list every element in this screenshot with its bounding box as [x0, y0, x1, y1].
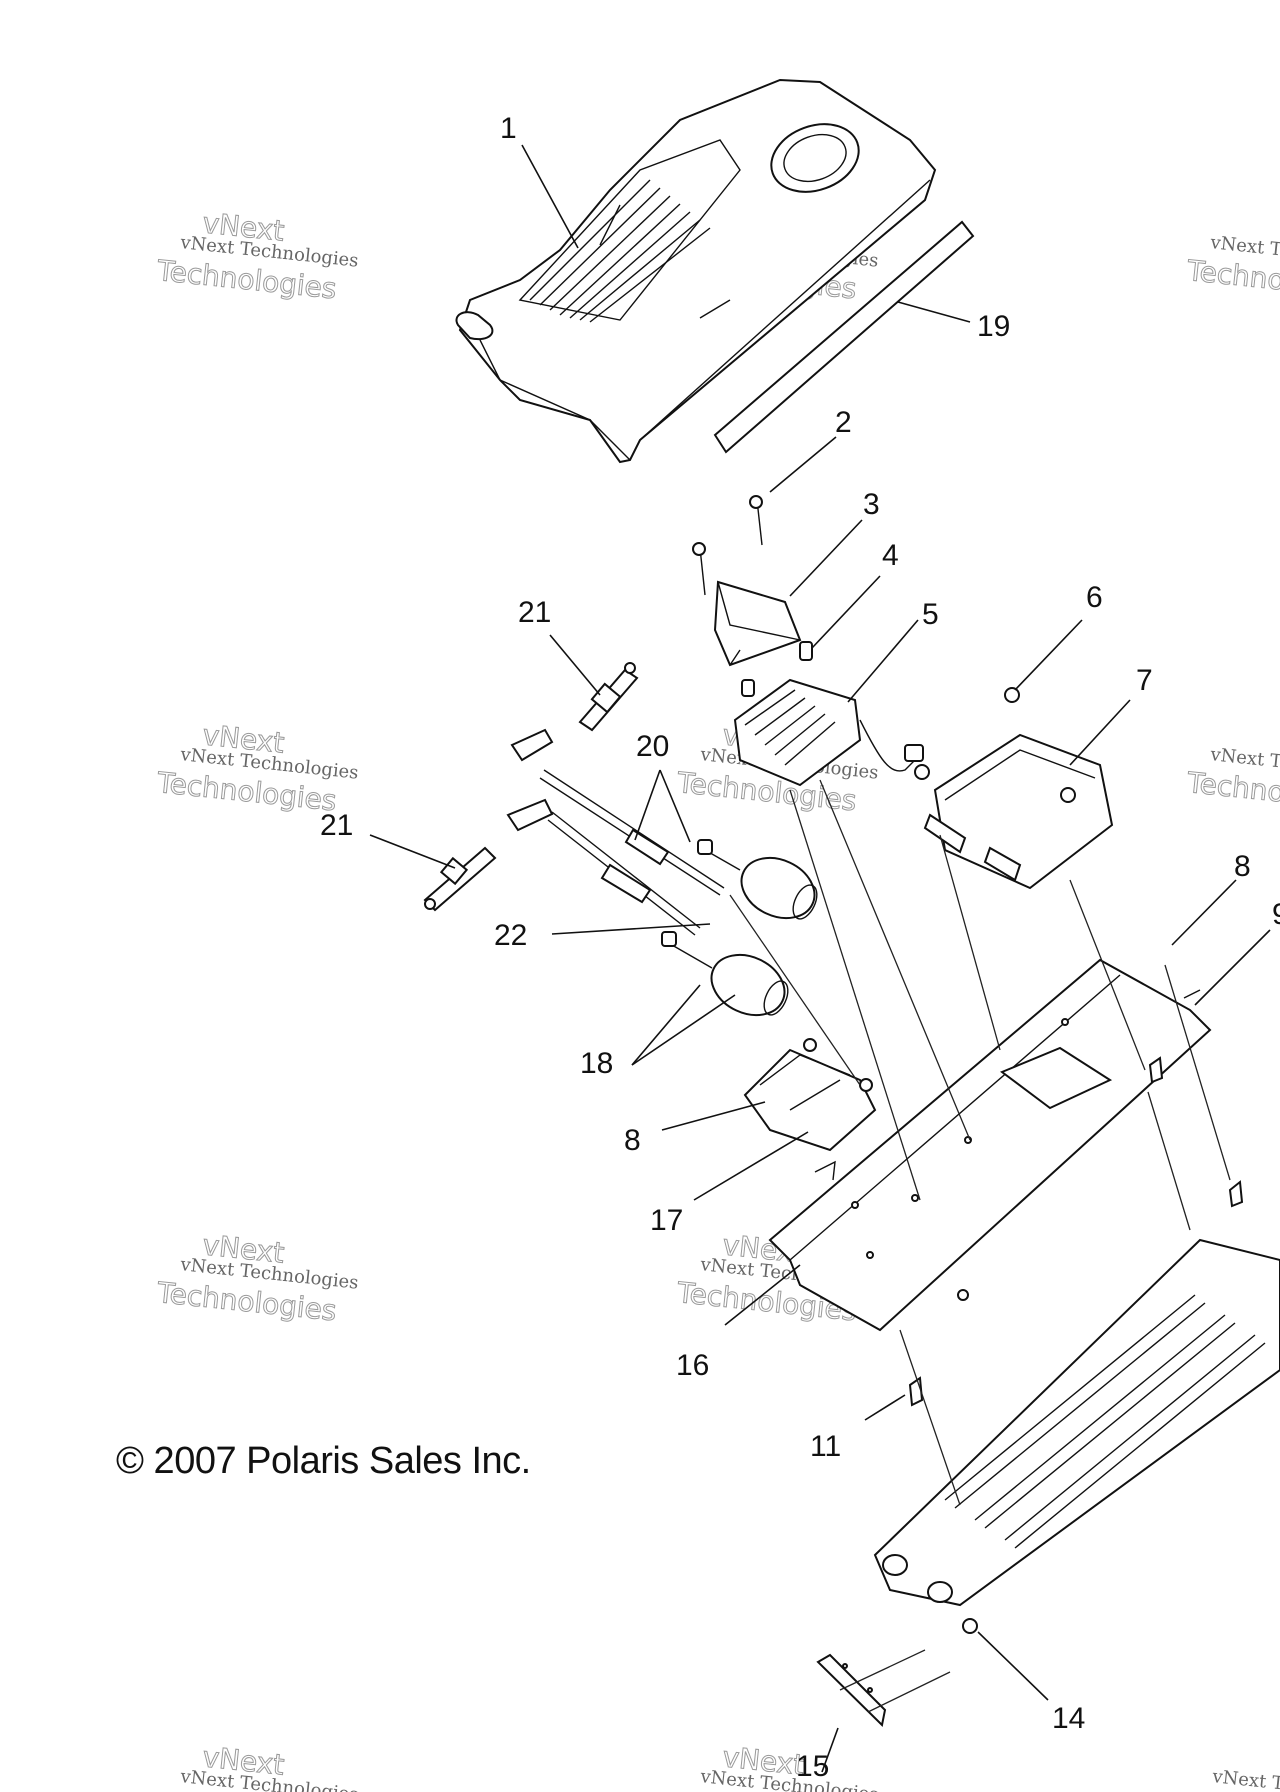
- intake-cover-part: [455, 78, 937, 464]
- copyright-notice: © 2007 Polaris Sales Inc.: [116, 1440, 531, 1482]
- callout-16: 16: [676, 1349, 709, 1382]
- callout-7: 7: [1136, 664, 1153, 697]
- ignition-coil-upper-part: [697, 839, 818, 920]
- ignition-coil-lower-part: [661, 931, 789, 1017]
- callout-19: 19: [977, 310, 1010, 343]
- spark-plug-lower-part: [423, 846, 497, 912]
- callout-8-left: 8: [624, 1124, 641, 1157]
- spark-plug-wires-part: [506, 728, 725, 936]
- callout-21-lower: 21: [320, 809, 353, 842]
- watermark-text: Technologies: [1185, 766, 1280, 818]
- relay-and-screws-part: [692, 495, 813, 697]
- cdi-box-part: [914, 687, 1114, 890]
- watermark-text: Technologies: [1185, 254, 1280, 306]
- spark-plug-upper-part: [578, 662, 639, 732]
- callout-3: 3: [863, 488, 880, 521]
- watermark-text: vNext Technologies: [1210, 1766, 1280, 1792]
- callout-11: 11: [810, 1430, 841, 1463]
- coil-bracket-part: [743, 1038, 877, 1152]
- callout-9: 9: [1272, 898, 1280, 931]
- callout-18: 18: [580, 1047, 613, 1080]
- decal-strip-part: [713, 220, 975, 454]
- callout-2: 2: [835, 406, 852, 439]
- mounting-plate-part: [768, 958, 1212, 1332]
- callout-4: 4: [882, 539, 899, 572]
- callout-8-right: 8: [1234, 850, 1251, 883]
- assembly-lines: [729, 779, 1231, 1713]
- callout-17: 17: [650, 1204, 683, 1237]
- callout-20: 20: [636, 730, 669, 763]
- callout-22: 22: [494, 919, 527, 952]
- callout-6: 6: [1086, 581, 1103, 614]
- callout-14: 14: [1052, 1702, 1085, 1735]
- callout-5: 5: [922, 598, 939, 631]
- callout-1: 1: [500, 112, 517, 145]
- voltage-regulator-part: [733, 678, 924, 787]
- leader-lines: [369, 144, 1271, 1773]
- callout-21-upper: 21: [518, 596, 551, 629]
- mounting-bracket-part: [816, 1653, 887, 1728]
- base-tray-part: [873, 1056, 1280, 1634]
- callout-labels: 1 19 2 3 4 5 6 7 21 20 21 22 8 9 18 8 17…: [320, 112, 1280, 1783]
- callout-15: 15: [796, 1750, 829, 1783]
